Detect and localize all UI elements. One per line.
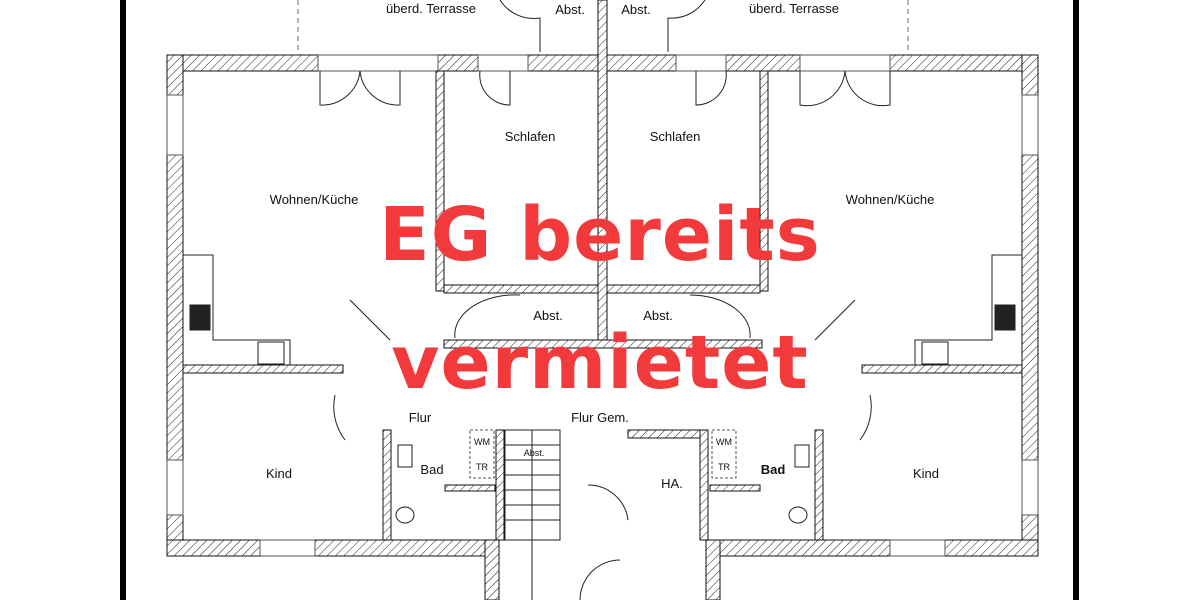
label-schlafen-left: Schlafen [505,129,556,144]
label-wohnen-left: Wohnen/Küche [270,192,359,207]
label-abst-top-left: Abst. [555,2,585,17]
label-abst-mid-left: Abst. [533,308,563,323]
label-wm-right: WM [716,437,732,447]
label-terrace-left: überd. Terrasse [386,1,476,16]
label-wm-left: WM [474,437,490,447]
label-terrace-right: überd. Terrasse [749,1,839,16]
label-flur-left: Flur [409,410,432,425]
label-tr-right: TR [718,462,730,472]
label-kind-right: Kind [913,466,939,481]
sanitary-fixtures [395,444,810,524]
label-abst-top-right: Abst. [621,2,651,17]
door-swings [319,0,891,600]
utility-boxes [469,429,737,479]
inner-walls [182,0,1023,541]
kitchen-counters [183,254,1022,365]
label-abst-stairs: Abst. [524,448,545,458]
label-schlafen-right: Schlafen [650,129,701,144]
overlay-text-line2: vermietet [391,320,809,406]
label-wohnen-right: Wohnen/Küche [846,192,935,207]
label-abst-mid-right: Abst. [643,308,673,323]
staircase [504,429,561,600]
label-bad-right: Bad [761,462,786,477]
label-bad-left: Bad [420,462,443,477]
overlay-text-line1: EG bereits [379,192,821,278]
label-tr-left: TR [476,462,488,472]
label-kind-left: Kind [266,466,292,481]
windows [166,54,1039,557]
left-border-bar [120,0,126,600]
label-flur-gem: Flur Gem. [571,410,629,425]
right-border-bar [1073,0,1079,600]
label-ha: HA. [661,476,683,491]
